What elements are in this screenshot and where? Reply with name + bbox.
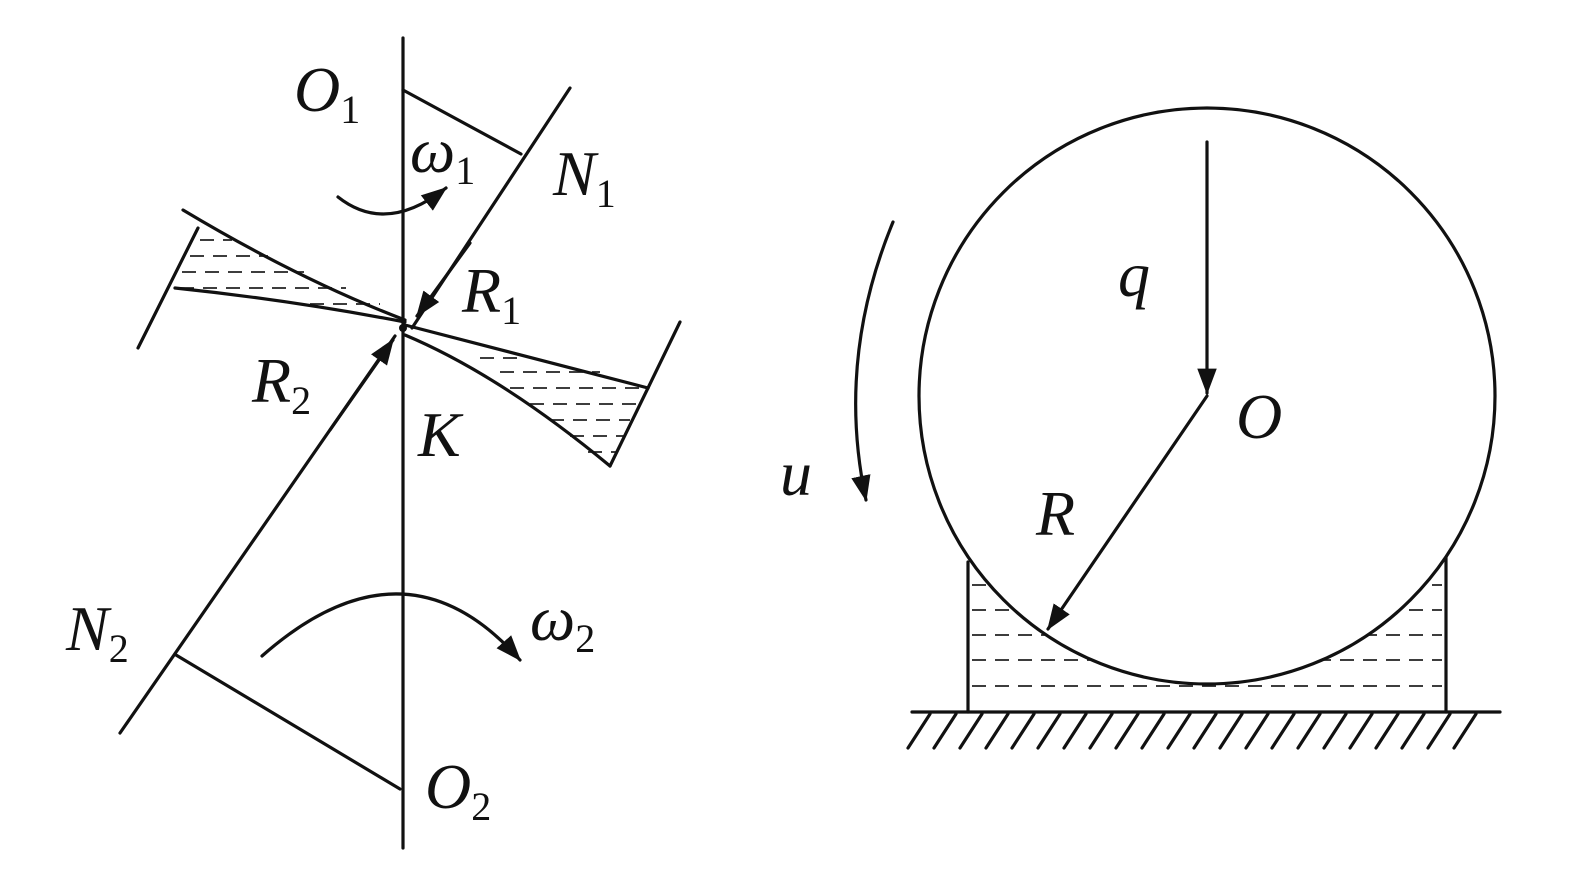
label-o: O xyxy=(1236,381,1282,452)
hatch-line xyxy=(1426,712,1452,750)
label-n2: N2 xyxy=(65,593,129,671)
radius-arrow-r xyxy=(1046,394,1209,631)
label-r2: R2 xyxy=(251,345,311,423)
journal-bearing-diagram: q O R u xyxy=(780,106,1502,750)
hatch-line xyxy=(1036,712,1062,750)
hatch-line xyxy=(1062,712,1088,750)
hatch-line xyxy=(1088,712,1114,750)
hatch-line xyxy=(932,712,958,750)
hatch-line xyxy=(1400,712,1426,750)
label-n1: N1 xyxy=(552,138,616,216)
label-o2: O2 xyxy=(425,751,491,829)
hatch-line xyxy=(1114,712,1140,750)
upper-surface-left xyxy=(181,208,407,322)
force-arrow-r2 xyxy=(328,338,395,432)
label-o1: O1 xyxy=(294,54,360,132)
hatch-line xyxy=(1270,712,1296,750)
upper-edge-left xyxy=(136,226,200,350)
velocity-arrow-u xyxy=(851,220,895,502)
label-r: R xyxy=(1035,478,1075,549)
label-q: q xyxy=(1118,239,1150,310)
radius-line-o1-n1 xyxy=(401,88,523,156)
hatch-line xyxy=(1192,712,1218,750)
hatch-line xyxy=(1166,712,1192,750)
hatch-line xyxy=(984,712,1010,750)
hatch-line xyxy=(1244,712,1270,750)
hatch-line xyxy=(1452,712,1478,750)
upper-surface-right xyxy=(403,323,650,390)
hatch-line xyxy=(1296,712,1322,750)
lubricant-wedge-right xyxy=(403,320,682,468)
rotation-arrow-omega2 xyxy=(260,592,522,662)
label-omega1: ω1 xyxy=(410,115,475,193)
lower-surface-left xyxy=(173,286,407,324)
label-r1: R1 xyxy=(461,255,521,333)
hatch-line xyxy=(1322,712,1348,750)
label-k: K xyxy=(417,399,464,470)
rotation-arrow-omega1 xyxy=(336,186,448,216)
hatch-line xyxy=(1218,712,1244,750)
hatch-line xyxy=(1348,712,1374,750)
lower-edge-right xyxy=(608,386,650,468)
hatch-line xyxy=(958,712,984,750)
radius-line-o2-n2 xyxy=(174,653,402,791)
ground-hatching xyxy=(906,712,1478,750)
lower-surface-right xyxy=(403,333,612,468)
label-omega2: ω2 xyxy=(530,583,595,661)
hatch-line xyxy=(1374,712,1400,750)
hatch-line xyxy=(906,712,932,750)
contact-point-k xyxy=(399,324,407,332)
upper-edge-right xyxy=(646,320,682,390)
force-arrow-r1 xyxy=(415,241,472,318)
label-u: u xyxy=(780,438,812,509)
lubricant-wedge-left xyxy=(136,208,407,350)
shaft-circle xyxy=(917,106,1497,686)
gear-contact-diagram: O1 ω1 N1 R1 R2 K N2 ω2 O2 xyxy=(65,36,682,850)
hatch-line xyxy=(1010,712,1036,750)
hatch-line xyxy=(1140,712,1166,750)
